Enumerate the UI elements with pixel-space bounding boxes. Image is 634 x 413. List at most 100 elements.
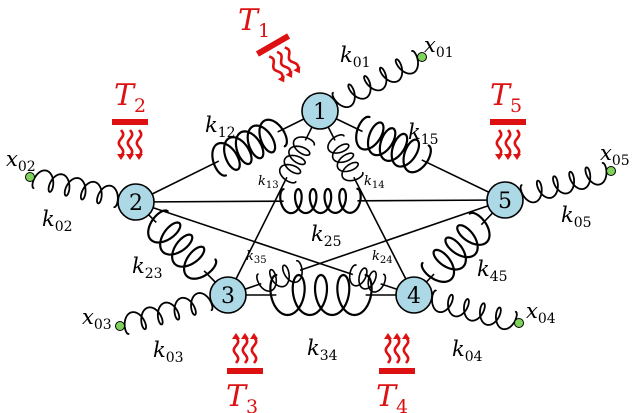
spring-k03 [123,292,214,335]
heat-bath-bar [379,368,415,374]
wire-25-b [357,199,506,202]
label-x05: x05 [600,141,630,169]
anchor-point-x02 [25,172,35,182]
label-x04: x04 [526,299,556,327]
node-circle [395,276,433,314]
spring-k12 [211,118,288,177]
heat-bath-t5 [490,119,526,160]
label-k01: k01 [340,43,371,71]
label-t3: T3 [226,379,258,413]
node-label: 3 [221,284,235,309]
label-k03: k03 [153,338,184,366]
spring-k34 [269,273,373,317]
heat-arrow [232,336,240,364]
node-1: 1 [301,92,339,130]
node-label: 5 [498,189,512,214]
label-t1: T1 [238,3,270,42]
label-k04: k04 [452,337,483,365]
heat-bath-bar [255,33,291,57]
spring-k24 [348,264,387,293]
spring-k13 [278,136,316,184]
heat-arrow-head [384,333,392,339]
node-circle [209,276,247,314]
heat-arrow [402,336,410,364]
label-k02: k02 [42,207,73,235]
node-label: 1 [313,100,327,125]
label-k35: k35 [246,249,267,266]
heat-arrow-head [135,154,143,160]
anchor-point-x04 [514,318,524,328]
heat-arrow-head [241,333,249,339]
heat-bath-bar [490,119,526,125]
spring-k25 [279,187,362,215]
heat-arrow [504,129,512,157]
node-5: 5 [486,181,524,219]
label-k34: k34 [307,336,338,364]
heat-bath-t2 [112,119,148,160]
heat-arrow [117,129,125,157]
heat-arrow-head [393,333,401,339]
heat-bath-bar [112,119,148,125]
heat-arrow-head [402,333,410,339]
label-k13: k13 [258,174,279,191]
label-x03: x03 [82,305,112,333]
coupling-springs [25,49,616,335]
label-t2: T2 [114,78,146,117]
oscillator-nodes: 1 2 3 4 5 [117,92,524,314]
wire-14-b [353,176,415,296]
wire-13-b [227,176,288,296]
heat-bath-t3 [227,333,263,374]
label-t5: T5 [490,78,522,117]
node-circle [301,92,339,130]
heat-arrow-head [495,154,503,160]
label-x01: x01 [424,33,454,61]
label-k12: k12 [205,113,236,141]
label-k25: k25 [311,222,342,250]
label-k15: k15 [408,120,439,148]
heat-arrow-head [126,154,134,160]
heat-arrow-head [117,154,125,160]
heat-bath-t4 [379,333,415,374]
heat-arrow [126,129,134,157]
heat-arrow-head [232,333,240,339]
label-k14: k14 [364,174,385,191]
label-k45: k45 [477,257,508,285]
coupling-labels: k12 k15 k13 k14 k25 k23 k24 k35 k45 k34 x01 k01 x02 k… [6,33,630,366]
spring-k45 [420,211,491,283]
heat-bath-t1 [255,33,301,83]
label-t4: T4 [376,379,408,413]
label-k24: k24 [372,249,393,266]
heat-arrow [495,129,503,157]
heat-arrow-head [504,154,512,160]
label-x02: x02 [6,147,36,175]
anchor-point-x05 [606,166,616,176]
heat-arrow [135,129,143,157]
heat-arrow-head [293,66,301,74]
node-label: 2 [129,191,143,216]
heat-arrow-head [277,75,285,83]
heat-arrow [513,129,521,157]
heat-arrow [250,336,258,364]
heat-arrow-head [513,154,521,160]
spring-k15 [355,115,432,174]
node-label: 4 [407,284,421,309]
wire-25-a [135,200,284,203]
heat-arrow [384,336,392,364]
spring-k14 [327,134,364,182]
heat-arrow-head [250,333,258,339]
wire-24-a [135,201,354,276]
spring-k01 [331,49,419,109]
spring-k04 [431,289,518,331]
node-4: 4 [395,276,433,314]
heat-arrow-head [285,70,293,78]
label-k23: k23 [132,254,163,282]
heat-arrow [268,55,284,80]
node-2: 2 [117,183,155,221]
heat-bath-bar [227,368,263,374]
spring-k23 [147,209,218,280]
node-circle [486,181,524,219]
heat-arrow [393,336,401,364]
